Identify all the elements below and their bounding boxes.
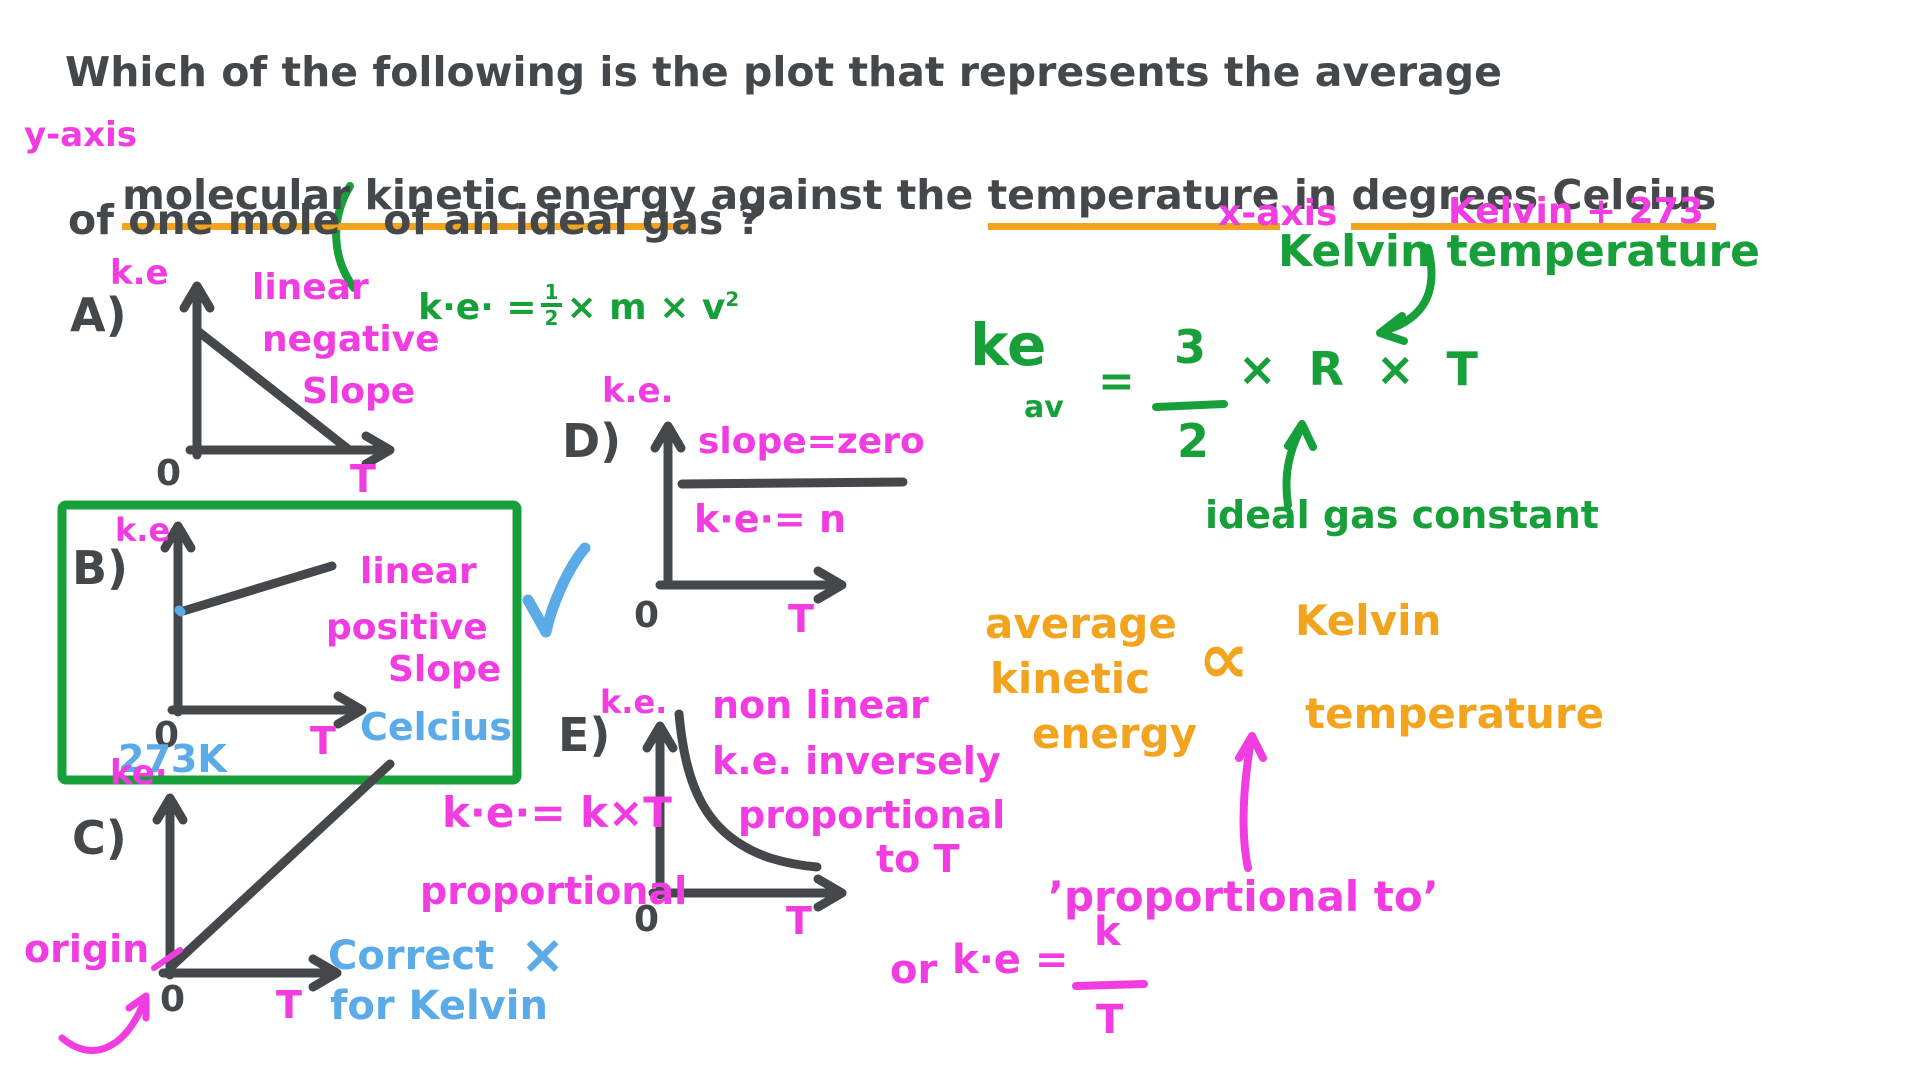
plot-a-axes (179, 281, 395, 469)
plot-d-origin: 0 (634, 595, 660, 636)
ideal-gas-constant-label: ideal gas constant (1205, 493, 1599, 537)
plot-c-xlabel: T (276, 983, 302, 1027)
equation-equals: = (1098, 356, 1135, 407)
plot-d-ylabel: k.e. (602, 371, 674, 411)
origin-arrow (58, 992, 150, 1054)
plot-b-line-positive-slope (175, 561, 337, 617)
plot-b-axes (160, 521, 367, 729)
plot-b-note-3: Slope (388, 649, 502, 690)
plot-d-note-1: slope=zero (698, 421, 925, 462)
kelvin-temp-arrow (1376, 244, 1436, 345)
plot-a-label: A) (70, 288, 127, 342)
proportion-energy: energy (1032, 709, 1198, 758)
plot-c-line-through-origin (167, 759, 395, 971)
plot-b-ylabel: k.e (115, 511, 171, 549)
equation-subscript: av (1024, 390, 1064, 425)
equation-denominator: 2 (1177, 414, 1210, 468)
half-denominator: 2 (544, 306, 559, 330)
plot-e-axes (642, 721, 847, 912)
plot-b-origin: 0 (154, 715, 180, 756)
plot-b-note-2: positive (326, 607, 488, 648)
plot-e-note-3: proportional (738, 793, 1006, 837)
proportion-temperature: temperature (1305, 689, 1605, 738)
plot-c-note-2: proportional (420, 869, 688, 913)
plot-c-ylabel: ke· (110, 753, 168, 793)
proportional-arrow (1235, 732, 1267, 872)
answer-box (57, 500, 522, 785)
correct-check-icon (522, 542, 591, 638)
plot-e-origin: 0 (634, 899, 660, 940)
plot-d-xlabel: T (788, 597, 814, 641)
proportional-to-note: ’proportional to’ (1048, 872, 1439, 921)
kt-fraction-denominator: T (1096, 997, 1124, 1043)
kt-fraction-bar (1072, 980, 1148, 990)
ke-formula-rest: × m × v (566, 287, 726, 328)
origin-tick (151, 947, 183, 971)
plot-b-intercept-dot (174, 605, 186, 617)
plot-e-inverse-curve (674, 709, 822, 872)
plot-d-label: D) (562, 414, 622, 468)
plot-c-origin-note: origin (24, 927, 150, 971)
question-line-2: molecular kinetic energy against the tem… (65, 134, 1717, 257)
or-label: or (890, 947, 938, 993)
formula-paren (332, 182, 358, 292)
underline-degrees-celcius: degrees Celcius (1351, 171, 1717, 230)
plot-c-note-1: k·e·= k×T (442, 788, 672, 837)
plot-b-273k-label: 273K (118, 737, 227, 781)
kelvin-temperature-callout: Kelvin temperature (1278, 226, 1761, 277)
gas-constant-arrow (1282, 420, 1317, 509)
plot-e-ylabel: k.e. (600, 683, 668, 721)
plot-e-note-2: k.e. inversely (712, 739, 1001, 783)
question-line-3: of one mole of an ideal gas ? (68, 196, 762, 244)
plot-c-origin: 0 (160, 979, 186, 1020)
underline-temperature: temperature (987, 171, 1280, 230)
plot-c-axes (152, 793, 342, 992)
plot-c-note-4: for Kelvin (330, 983, 548, 1029)
equation-numerator: 3 (1174, 320, 1207, 374)
question-line-2-mid2: in (1279, 171, 1352, 219)
plot-c-note-3: Correct (328, 933, 495, 979)
plot-a-note-1: linear (252, 267, 369, 308)
plot-d-note-2: k·e·= n (694, 497, 847, 541)
kt-fraction-numerator: k (1094, 909, 1121, 955)
x-axis-callout: x-axis (1218, 193, 1338, 234)
plot-d-flat-line (677, 477, 908, 489)
plot-e-note-4: to T (876, 837, 960, 881)
plot-a-note-3: Slope (302, 371, 416, 412)
question-line-2-mid1: against the (696, 171, 988, 219)
equation-rhs: × R × T (1238, 342, 1486, 396)
proportion-kinetic: kinetic (990, 654, 1151, 703)
wrong-cross-icon: × (520, 923, 566, 986)
underline-kinetic-energy: molecular kinetic energy (122, 171, 697, 230)
kt-equation-lhs: k·e = (952, 937, 1069, 983)
plot-b-celcius-label: Celcius (360, 705, 512, 749)
plot-e-note-1: non linear (712, 683, 929, 727)
plot-b-xlabel: T (310, 719, 336, 763)
proportion-kelvin: Kelvin (1295, 596, 1442, 645)
plot-e-label: E) (558, 708, 611, 762)
kelvin-273-callout: Kelvin + 273 (1448, 191, 1704, 232)
half-numerator: 1 (540, 282, 563, 307)
plot-a-ylabel: k.e (110, 253, 169, 293)
plot-a-xlabel: T (350, 457, 376, 501)
y-axis-callout: y-axis (24, 115, 138, 155)
proportional-symbol: ∝ (1198, 616, 1250, 700)
proportion-average: average (985, 599, 1177, 648)
plot-d-axes (650, 421, 847, 604)
plot-e-xlabel: T (786, 899, 812, 943)
plot-b-label: B) (72, 541, 129, 595)
equation-fraction-bar (1152, 400, 1228, 411)
plot-a-line-negative-slope (194, 327, 353, 454)
plot-c-label: C) (72, 811, 127, 865)
plot-b-note-1: linear (360, 551, 477, 592)
ke-formula-prefix: k·e· = (418, 287, 537, 328)
velocity-exponent: 2 (725, 288, 740, 311)
plot-a-note-2: negative (262, 319, 440, 360)
plot-a-origin: 0 (156, 453, 182, 494)
equation-lhs: ke (970, 311, 1047, 379)
question-line-1: Which of the following is the plot that … (65, 48, 1502, 96)
